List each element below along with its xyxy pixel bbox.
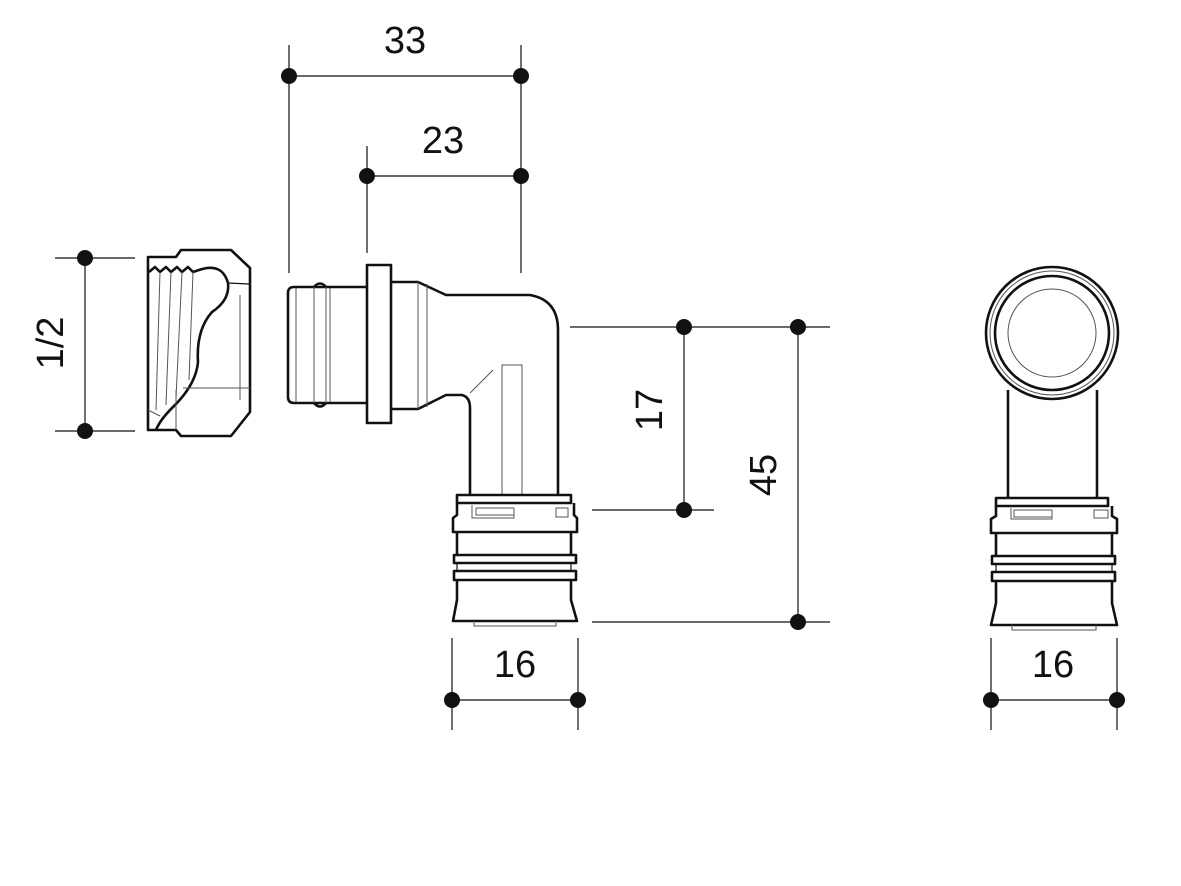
dim-label-16-front: 16 [1032,644,1074,686]
dimension-stub-length: 23 [359,120,529,253]
elbow-fitting-side [286,263,579,627]
elbow-fitting-front [984,265,1120,631]
dimension-pipe-diameter-side: 16 [444,638,586,730]
dim-label-23: 23 [422,120,464,162]
dimension-overall-length: 33 [281,20,529,273]
dimension-total-height: 45 [592,319,830,630]
dim-label-1-2: 1/2 [30,317,72,370]
dim-label-16-side: 16 [494,644,536,686]
union-nut [146,248,252,438]
dim-label-33: 33 [384,20,426,62]
dimension-thread-size: 1/2 [30,250,135,439]
dimension-outlet-height: 17 [570,319,830,518]
dim-label-17: 17 [629,389,671,431]
dim-label-45: 45 [743,454,785,496]
dimension-pipe-diameter-front: 16 [983,638,1125,730]
